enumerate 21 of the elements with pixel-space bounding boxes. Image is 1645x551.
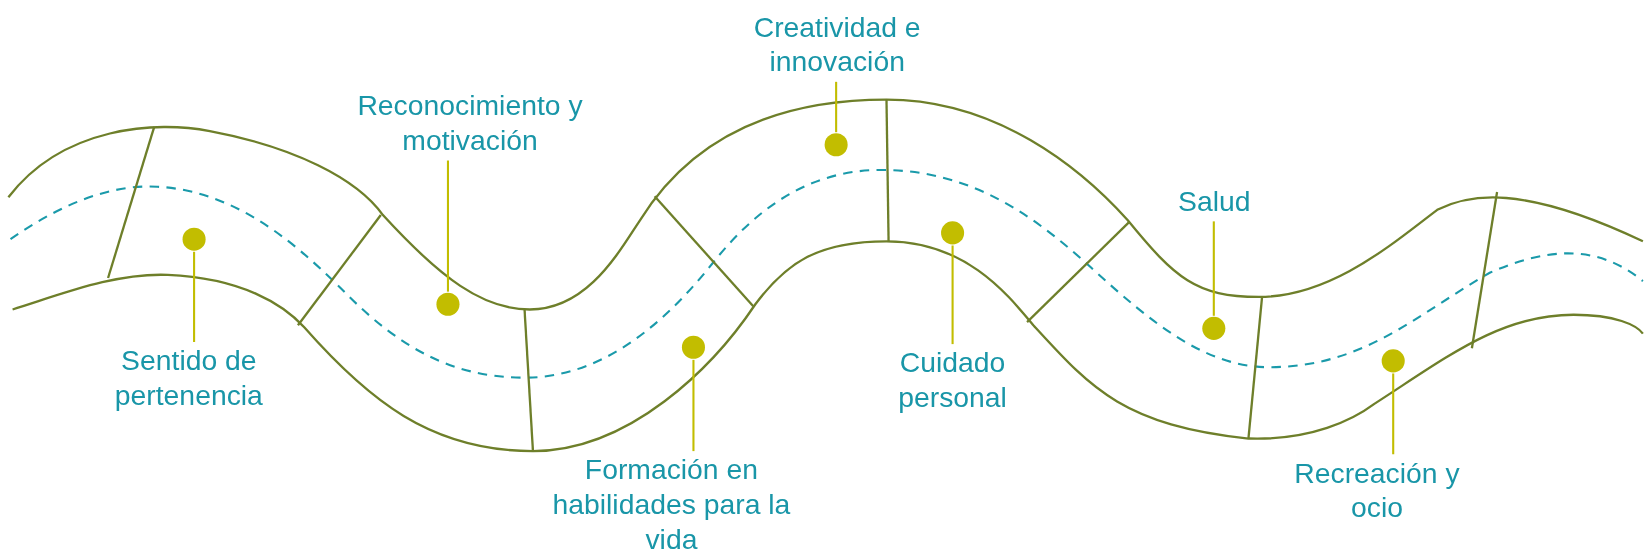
segment-label: Formación en habilidades para la vida xyxy=(540,453,803,551)
leader-line xyxy=(692,359,695,452)
leader-line xyxy=(446,160,450,292)
segment-label: Sentido de pertenencia xyxy=(83,344,294,414)
leader-line xyxy=(1392,373,1395,455)
leader-line xyxy=(1212,221,1215,316)
segment-label: Recreación y ocio xyxy=(1274,456,1480,526)
marker-dot xyxy=(681,335,705,359)
marker-dot xyxy=(1381,349,1405,373)
segment-label: Creatividad e innovación xyxy=(723,10,951,80)
segment-label: Salud xyxy=(1164,184,1265,220)
segment-label: Cuidado personal xyxy=(879,346,1026,416)
leader-line xyxy=(193,251,196,342)
leader-line xyxy=(951,245,954,345)
marker-dot xyxy=(436,292,460,316)
leader-line xyxy=(835,81,838,133)
marker-dot xyxy=(941,221,965,245)
marker-dot xyxy=(182,227,206,251)
segment-label: Reconocimiento y motivación xyxy=(344,89,596,159)
marker-dot xyxy=(824,133,848,157)
marker-dot xyxy=(1202,316,1226,340)
